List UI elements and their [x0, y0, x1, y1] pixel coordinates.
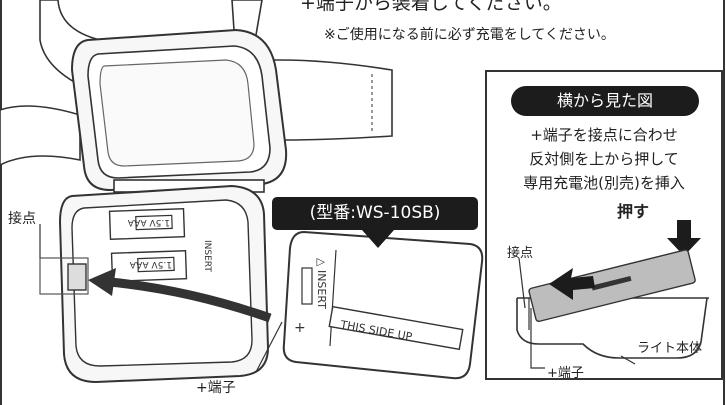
charge-notice: ※ご使用になる前に必ず充電をしてください。	[324, 27, 615, 43]
insert-arrow-head	[88, 268, 116, 296]
slot-label-2: 1.5V AAA	[129, 259, 172, 269]
side-terminal-label: +端子	[547, 366, 584, 381]
light-body-outline	[516, 297, 708, 359]
terminal-label: +端子	[196, 380, 236, 396]
svg-text:+: +	[294, 320, 306, 336]
battery-compartment: 1.5V AAA 1.5V AAA INSERT	[39, 184, 270, 384]
light-body-label: ライト本体	[637, 341, 703, 356]
slot-label-1: 1.5V AAA	[127, 217, 170, 227]
slide-arrow	[549, 268, 595, 300]
insert-arrow	[109, 277, 272, 323]
side-contact-label: 接点	[507, 246, 534, 261]
side-view-diagram	[516, 220, 709, 369]
side-view-step-2: 反対側を上から押して	[529, 150, 679, 168]
push-arrow-head	[667, 238, 701, 256]
push-arrow-shaft	[677, 220, 691, 238]
model-pointer	[362, 230, 394, 248]
slot-insert-label: INSERT	[202, 240, 212, 272]
side-view-step-1: +端子を接点に合わせ	[530, 126, 678, 144]
battery-insert-text: △ INSERT	[315, 258, 328, 309]
side-view-step-3: 専用充電池(別売)を挿入	[523, 174, 685, 192]
contact-highlight	[39, 257, 89, 295]
battery-pack: THIS SIDE UP △ INSERT +	[282, 230, 484, 380]
lamp-front-frame	[70, 28, 288, 192]
push-label: 押す	[617, 202, 650, 221]
instruction-top: +端子から装着してください。	[300, 0, 562, 14]
model-tag: (型番:WS-10SB)	[272, 197, 478, 230]
side-view-title: 横から見た図	[511, 86, 699, 116]
contact-block	[67, 263, 87, 291]
side-view-panel: 横から見た図 +端子を接点に合わせ 反対側を上から押して 専用充電池(別売)を挿…	[485, 70, 723, 381]
contact-label: 接点	[8, 211, 36, 227]
